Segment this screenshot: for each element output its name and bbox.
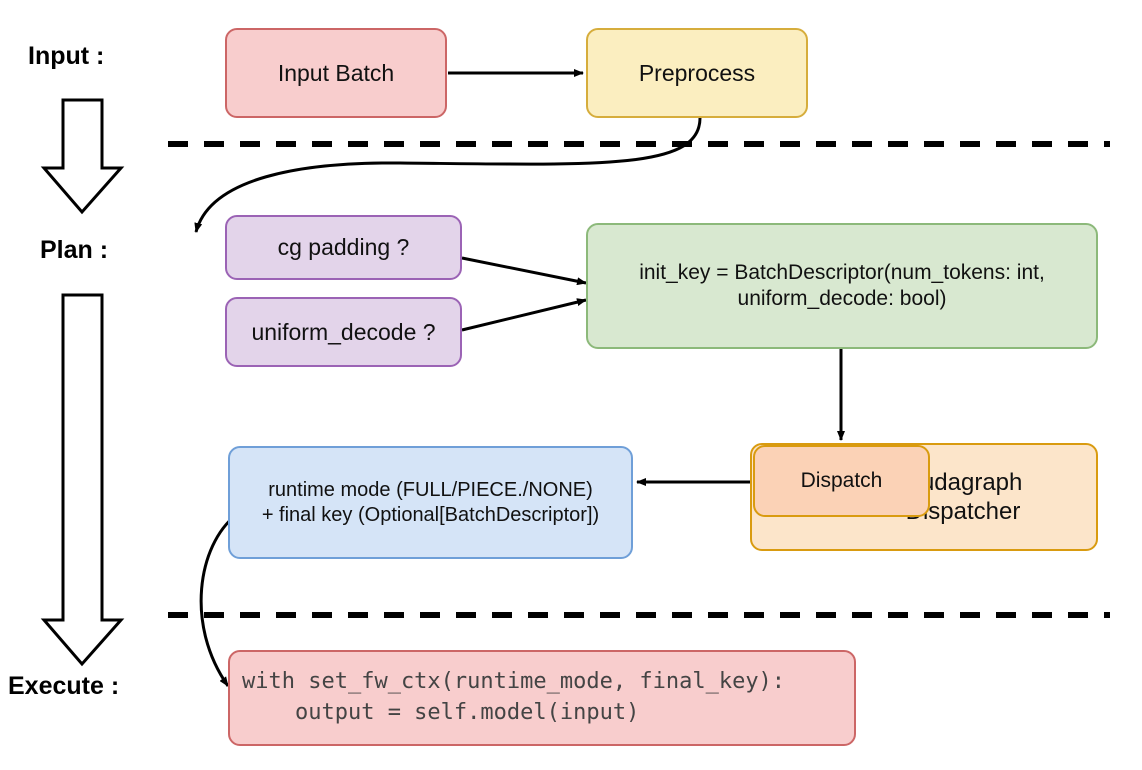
node-cg-padding-label: cg padding ? bbox=[277, 234, 410, 261]
node-runtime-mode-line2: + final key (Optional[BatchDescriptor]) bbox=[261, 503, 600, 526]
node-uniform-decode[interactable]: uniform_decode ? bbox=[225, 297, 462, 367]
node-init-key[interactable]: init_key = BatchDescriptor(num_tokens: i… bbox=[586, 223, 1098, 349]
node-execute-code[interactable]: with set_fw_ctx(runtime_mode, final_key)… bbox=[228, 650, 856, 746]
node-cg-padding[interactable]: cg padding ? bbox=[225, 215, 462, 280]
arrow-cg-padding-to-init-key bbox=[461, 256, 587, 286]
arrow-uniform-decode-to-init-key bbox=[461, 298, 587, 332]
node-init-key-line2: uniform_decode: bool) bbox=[737, 287, 947, 310]
stage-label-execute: Execute : bbox=[8, 672, 120, 700]
node-execute-code-line1: with set_fw_ctx(runtime_mode, final_key)… bbox=[242, 669, 786, 695]
stage-label-input: Input : bbox=[28, 42, 105, 70]
node-runtime-mode[interactable]: runtime mode (FULL/PIECE./NONE) + final … bbox=[228, 446, 633, 559]
stage-label-plan: Plan : bbox=[40, 236, 109, 264]
node-dispatch[interactable]: Dispatch bbox=[753, 445, 930, 517]
input-to-plan-arrow bbox=[40, 98, 125, 215]
node-init-key-line1: init_key = BatchDescriptor(num_tokens: i… bbox=[639, 261, 1045, 285]
node-input-batch[interactable]: Input Batch bbox=[225, 28, 447, 118]
node-uniform-decode-label: uniform_decode ? bbox=[251, 318, 436, 345]
node-execute-code-line2: output = self.model(input) bbox=[242, 700, 640, 725]
node-preprocess-label: Preprocess bbox=[638, 59, 756, 86]
node-runtime-mode-line1: runtime mode (FULL/PIECE./NONE) bbox=[268, 479, 593, 502]
node-preprocess[interactable]: Preprocess bbox=[586, 28, 808, 118]
node-input-batch-label: Input Batch bbox=[277, 59, 395, 86]
node-dispatch-label: Dispatch bbox=[800, 469, 883, 493]
plan-to-execute-arrow bbox=[40, 293, 125, 667]
